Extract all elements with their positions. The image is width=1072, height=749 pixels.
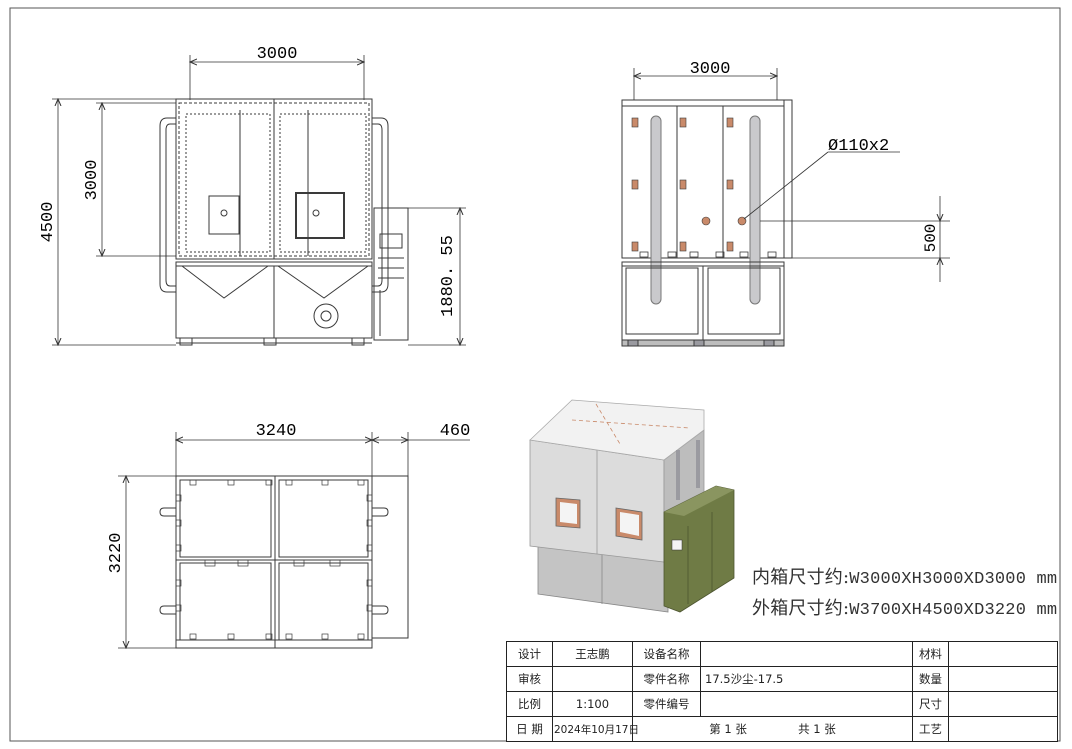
title-row: 设计 王志鹏 设备名称 材料 bbox=[506, 641, 1058, 667]
scale-value: 1:100 bbox=[552, 691, 633, 717]
front-dimensions bbox=[52, 55, 466, 345]
inner-size-value: W3000XH3000XD3000 mm bbox=[849, 570, 1058, 589]
top-dimensions bbox=[118, 432, 470, 648]
dim-top-depth: 3220 bbox=[107, 533, 126, 574]
fan-icon bbox=[313, 303, 339, 329]
process-value bbox=[948, 716, 1058, 742]
front-view bbox=[159, 98, 409, 346]
inner-size-note: 内箱尺寸约:W3000XH3000XD3000 mm bbox=[752, 563, 1057, 589]
dim-side-width: 3000 bbox=[690, 60, 731, 79]
front-window-left bbox=[208, 195, 240, 235]
dim-front-height-total: 4500 bbox=[39, 202, 58, 243]
control-panel-screen bbox=[379, 233, 403, 249]
quantity-label: 数量 bbox=[912, 666, 949, 692]
dim-front-width: 3000 bbox=[257, 45, 298, 64]
quantity-value bbox=[948, 666, 1058, 692]
inner-size-label: 内箱尺寸约: bbox=[752, 567, 850, 588]
outer-size-label: 外箱尺寸约: bbox=[752, 598, 850, 619]
dim-front-side-height: 1880. 55 bbox=[439, 235, 458, 317]
equipment-name-label: 设备名称 bbox=[632, 641, 701, 667]
date-value: 2024年10月17日 bbox=[552, 716, 639, 742]
outer-size-note: 外箱尺寸约:W3700XH4500XD3220 mm bbox=[752, 594, 1057, 620]
material-value bbox=[948, 641, 1058, 667]
part-no-label: 零件编号 bbox=[632, 691, 701, 717]
sheet-count: 第 1 张 共 1 张 bbox=[632, 716, 913, 742]
render-panel-screen bbox=[671, 539, 683, 551]
sheet-number: 第 1 张 bbox=[709, 722, 747, 736]
size-value bbox=[948, 691, 1058, 717]
dim-side-pipe-height: 500 bbox=[922, 224, 940, 253]
front-window-right bbox=[295, 192, 345, 239]
reviewer-value bbox=[552, 666, 633, 692]
title-block: 设计 王志鹏 设备名称 材料 审核 零件名称 17.5沙尘-17.5 数量 比例… bbox=[506, 641, 1058, 742]
process-label: 工艺 bbox=[912, 716, 949, 742]
part-name-value: 17.5沙尘-17.5 bbox=[700, 666, 913, 692]
design-label: 设计 bbox=[506, 641, 553, 667]
title-row: 比例 1:100 零件编号 尺寸 bbox=[506, 691, 1058, 717]
part-name-label: 零件名称 bbox=[632, 666, 701, 692]
dim-top-width: 3240 bbox=[256, 422, 297, 441]
outer-size-value: W3700XH4500XD3220 mm bbox=[849, 601, 1058, 620]
scale-label: 比例 bbox=[506, 691, 553, 717]
title-row: 日 期 2024年10月17日 第 1 张 共 1 张 工艺 bbox=[506, 716, 1058, 742]
equipment-name-value bbox=[700, 641, 913, 667]
isometric-render bbox=[529, 399, 735, 613]
side-dimensions bbox=[634, 68, 950, 282]
title-row: 审核 零件名称 17.5沙尘-17.5 数量 bbox=[506, 666, 1058, 692]
designer-value: 王志鹏 bbox=[552, 641, 633, 667]
dim-pipe-diameter: Ø110x2 bbox=[828, 137, 889, 156]
date-label: 日 期 bbox=[506, 716, 553, 742]
side-view bbox=[621, 99, 793, 347]
size-label: 尺寸 bbox=[912, 691, 949, 717]
review-label: 审核 bbox=[506, 666, 553, 692]
material-label: 材料 bbox=[912, 641, 949, 667]
dim-front-height-inner: 3000 bbox=[83, 160, 102, 201]
pipe-left bbox=[650, 115, 662, 305]
dim-top-side-width: 460 bbox=[440, 422, 471, 441]
top-view bbox=[159, 475, 409, 649]
part-no-value bbox=[700, 691, 913, 717]
sheet-total: 共 1 张 bbox=[798, 722, 836, 736]
